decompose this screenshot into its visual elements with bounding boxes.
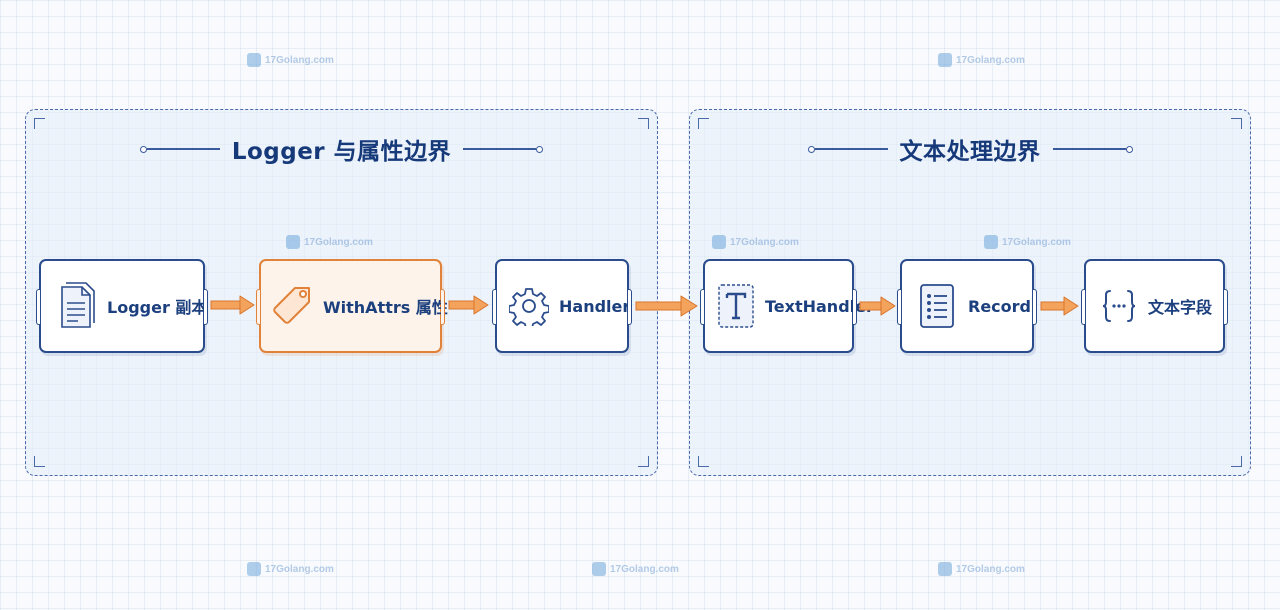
document-icon [47, 281, 107, 331]
watermark: 17Golang.com [712, 235, 799, 249]
node-label: Logger 副本 [107, 298, 208, 317]
node-record[interactable]: Record [897, 259, 1037, 353]
text-t-icon [713, 284, 759, 328]
watermark-logo-icon [247, 53, 261, 67]
node-label: WithAttrs 属性 [323, 298, 448, 317]
node-text-handler[interactable]: TextHandler [700, 259, 874, 353]
flow-arrow [210, 295, 255, 315]
watermark: 17Golang.com [592, 562, 679, 576]
flow-arrow [448, 295, 489, 315]
flow-arrow [1040, 296, 1079, 316]
braces-icon [1096, 288, 1142, 324]
watermark: 17Golang.com [286, 235, 373, 249]
watermark-logo-icon [938, 53, 952, 67]
corner-mark [1231, 456, 1242, 467]
flow-arrow-cross-boundary [635, 295, 698, 317]
corner-mark [638, 456, 649, 467]
corner-mark [34, 118, 45, 129]
title-decoration-left [807, 145, 888, 153]
region-title: 文本处理边界 [899, 139, 1041, 165]
watermark-logo-icon [247, 562, 261, 576]
corner-mark [698, 456, 709, 467]
watermark: 17Golang.com [247, 53, 334, 67]
gear-icon [503, 286, 555, 326]
node-handler[interactable]: Handler [492, 259, 632, 353]
title-decoration-right [1052, 145, 1133, 153]
node-label: TextHandler [765, 296, 874, 316]
region-title: Logger 与属性边界 [231, 139, 452, 165]
watermark-logo-icon [938, 562, 952, 576]
region-title-row: Logger 与属性边界 [26, 132, 657, 166]
corner-mark [698, 118, 709, 129]
title-decoration-left [139, 145, 220, 153]
node-with-attrs[interactable]: WithAttrs 属性 [256, 259, 448, 353]
watermark: 17Golang.com [938, 53, 1025, 67]
list-icon [914, 284, 960, 328]
node-logger-copy[interactable]: Logger 副本 [36, 259, 208, 353]
watermark: 17Golang.com [984, 235, 1071, 249]
corner-mark [638, 118, 649, 129]
watermark-logo-icon [712, 235, 726, 249]
flow-arrow [859, 296, 896, 316]
node-text-fields[interactable]: 文本字段 [1081, 259, 1228, 353]
node-label: 文本字段 [1148, 298, 1213, 317]
title-decoration-right [463, 145, 544, 153]
watermark: 17Golang.com [247, 562, 334, 576]
node-label: Record [968, 296, 1031, 316]
node-label: Handler [559, 296, 631, 316]
tag-icon [265, 282, 321, 330]
corner-mark [1231, 118, 1242, 129]
watermark: 17Golang.com [938, 562, 1025, 576]
region-title-row: 文本处理边界 [690, 132, 1250, 166]
watermark-logo-icon [592, 562, 606, 576]
corner-mark [34, 456, 45, 467]
watermark-logo-icon [984, 235, 998, 249]
watermark-logo-icon [286, 235, 300, 249]
